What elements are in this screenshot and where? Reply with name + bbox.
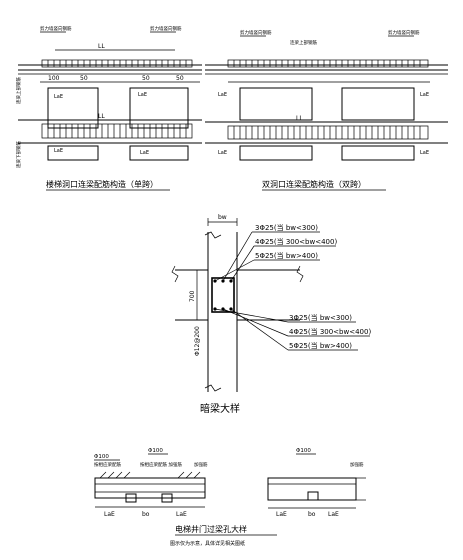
top-rebar-band — [41, 59, 193, 68]
top-bar-1: 3Φ25(当 bw<300) — [255, 223, 318, 232]
note-top-left: 剪力墙竖向钢筋 — [40, 25, 72, 32]
lintel-beam-left — [94, 477, 206, 499]
bw-label: bw — [218, 214, 227, 221]
title-detail3: 暗梁大样 — [200, 402, 240, 415]
dim-50-c: 50 — [176, 75, 184, 82]
title-detail1: 楼梯洞口连梁配筋构造（单跨） — [46, 179, 158, 189]
phi100-b: Φ100 — [148, 448, 163, 454]
break-mark-top — [204, 231, 222, 239]
lae-4: LaE — [54, 148, 63, 154]
lae-4a: LaE — [104, 511, 115, 518]
detail-double-span: 剪力墙竖向钢筋 连梁上部钢筋 剪力墙竖向钢筋 LL LaE LaE LaE La… — [205, 29, 448, 191]
dim-100-a: 100 — [48, 75, 60, 82]
title-detail2: 双洞口连梁配筋构造（双跨） — [262, 179, 366, 189]
note-top-mid-2: 连梁上部钢筋 — [290, 39, 317, 46]
bo-4a: bo — [142, 511, 150, 518]
phi100-a: Φ100 — [94, 454, 109, 460]
lae-2d: LaE — [420, 150, 429, 156]
note-4c: 加强筋 — [194, 461, 208, 468]
lae-4b: LaE — [176, 511, 187, 518]
lintel-beam-right — [267, 477, 357, 501]
lae-2a: LaE — [218, 92, 227, 98]
bottom-rebar-band — [41, 123, 193, 139]
note-top-right: 剪力墙竖向钢筋 — [150, 25, 182, 32]
rebar-dots — [213, 279, 233, 311]
side-note-2: 连梁下部钢筋 — [15, 141, 22, 168]
detail-concealed-beam: bw 700 Φ12@200 3Φ25(当 bw<300) 4Φ25(当 300… — [171, 214, 371, 415]
top-bar-2: 4Φ25(当 300<bw<400) — [255, 237, 337, 246]
bottom-bar-3: 5Φ25(当 bw>400) — [289, 341, 352, 350]
lae-4d: LaE — [328, 511, 339, 518]
lae-2: LaE — [54, 94, 63, 100]
bottom-bar-1: 3Φ25(当 bw<300) — [289, 313, 352, 322]
bottom-bar-2: 4Φ25(当 300<bw<400) — [289, 327, 371, 336]
break-mark-bottom — [204, 384, 222, 392]
ll-label-top: LL — [98, 43, 105, 50]
side-note-1: 连梁上部钢筋 — [15, 77, 22, 104]
dim-50-a: 50 — [80, 75, 88, 82]
phi100-c: Φ100 — [296, 448, 311, 454]
stirrup-outline — [211, 277, 235, 313]
dim-700: 700 — [189, 290, 196, 302]
title-detail4: 电梯井门过梁孔大样 — [175, 524, 247, 534]
stirrup-label: Φ12@200 — [194, 326, 201, 356]
note-top-right-2: 剪力墙竖向钢筋 — [388, 29, 420, 36]
subtitle-detail4: 图示仅为示意，具体详见相关图纸 — [170, 540, 245, 547]
top-rebar-band-2 — [227, 59, 429, 68]
ll-label-bottom: LL — [98, 113, 105, 120]
note-top-left-2: 剪力墙竖向钢筋 — [240, 29, 272, 36]
ll-label-2: LL — [296, 115, 303, 122]
hatch-left — [99, 471, 201, 479]
note-4b: 按相应梁配筋 加强筋 — [140, 461, 182, 468]
note-4d: 加强筋 — [350, 461, 364, 468]
lae-2b: LaE — [420, 92, 429, 98]
top-bar-3: 5Φ25(当 bw>400) — [255, 251, 318, 260]
detail-elevator-lintel: LaE bo LaE Φ100 Φ100 按相应梁配筋 按相应梁配筋 加强筋 加… — [94, 448, 366, 547]
bottom-rebar-band-2 — [227, 125, 429, 140]
lae-2c: LaE — [218, 150, 227, 156]
detail-single-span: LL 剪力墙竖向钢筋 剪力墙竖向钢筋 100 50 50 50 LaE LaE … — [15, 25, 202, 191]
break-mark-left — [171, 265, 179, 283]
break-mark-right — [296, 265, 304, 283]
note-4a: 按相应梁配筋 — [94, 461, 121, 468]
lae-1: LaE — [138, 92, 147, 98]
lae-3: LaE — [140, 150, 149, 156]
bo-4b: bo — [308, 511, 316, 518]
lae-4c: LaE — [276, 511, 287, 518]
dim-50-b: 50 — [142, 75, 150, 82]
